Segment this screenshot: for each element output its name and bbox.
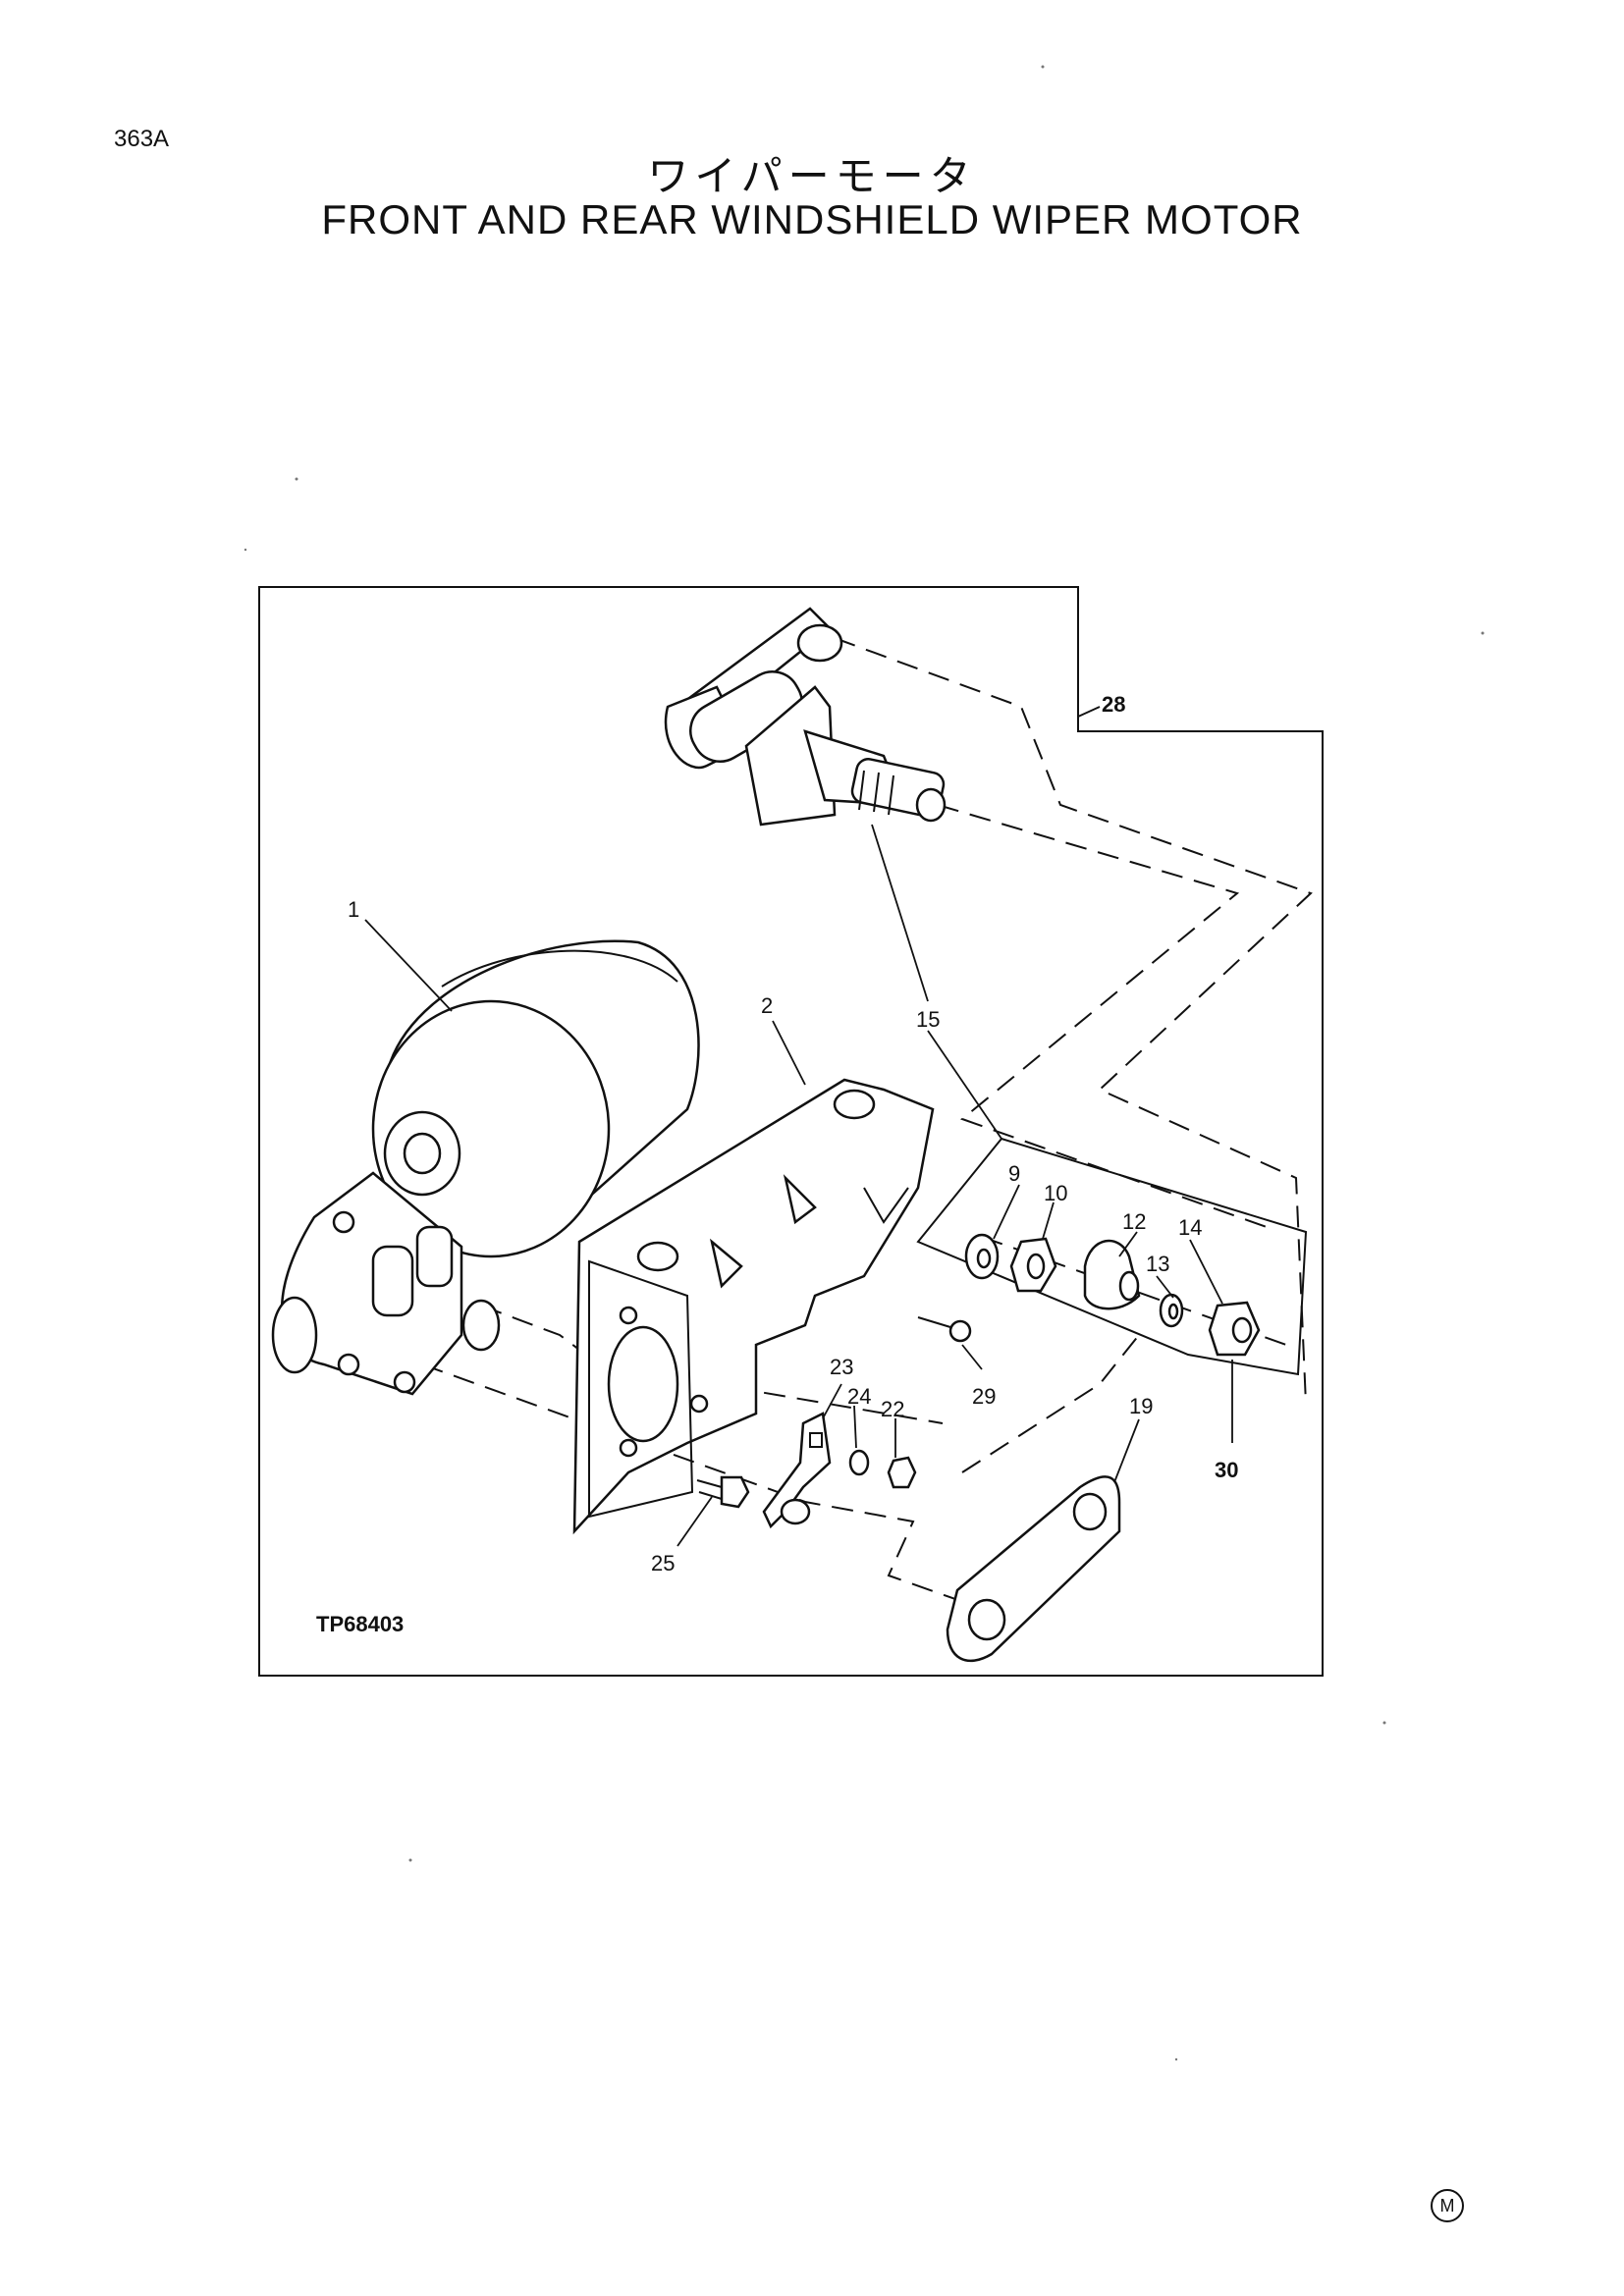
callout-23: 23 (830, 1355, 853, 1379)
wiper-motor-1 (271, 939, 700, 1396)
cap-12 (1083, 1239, 1141, 1310)
washer-13 (1159, 1293, 1184, 1328)
callout-13: 13 (1146, 1252, 1169, 1276)
nut-14 (1208, 1301, 1261, 1357)
callout-1: 1 (348, 897, 359, 922)
callout-labels: 1 2 9 10 12 13 14 15 19 22 23 24 25 28 2… (316, 692, 1238, 1636)
callout-14: 14 (1178, 1215, 1202, 1240)
callout-2: 2 (761, 993, 773, 1018)
callout-28: 28 (1102, 692, 1125, 717)
pivot-assembly-28 (664, 607, 947, 827)
small-parts-box (916, 1137, 1308, 1376)
washer-24 (848, 1449, 870, 1476)
assembly-line-shaft (937, 804, 1268, 1228)
callout-24: 24 (847, 1384, 871, 1409)
screw-29 (917, 1316, 972, 1343)
callout-30: 30 (1215, 1458, 1238, 1482)
assembly-line-bracket (421, 1363, 973, 1606)
callout-15: 15 (916, 1007, 940, 1032)
figure-frame (258, 586, 1324, 1677)
title-english: FRONT AND REAR WINDSHIELD WIPER MOTOR (321, 196, 1303, 242)
washer-9 (964, 1233, 1000, 1280)
callout-9: 9 (1008, 1161, 1020, 1186)
figure-code: TP68403 (316, 1612, 404, 1636)
link-19 (946, 1475, 1121, 1663)
callout-22: 22 (881, 1397, 904, 1421)
leader-lines (364, 706, 1233, 1547)
registered-mark: M (1431, 2189, 1464, 2222)
callout-12: 12 (1122, 1209, 1146, 1234)
mounting-bracket-2 (572, 1078, 935, 1535)
assembly-line-link (961, 1334, 1140, 1473)
page-code: 363A (114, 126, 170, 152)
nut-10 (1009, 1237, 1057, 1293)
callout-10: 10 (1044, 1181, 1067, 1205)
bolt-25 (696, 1475, 750, 1509)
scan-specks (244, 65, 1485, 2061)
clamp-23 (762, 1412, 832, 1529)
callout-25: 25 (651, 1551, 675, 1575)
callout-19: 19 (1129, 1394, 1153, 1418)
assembly-line-28 (834, 637, 1313, 1405)
title-japanese: ワイパーモータ (647, 152, 977, 200)
callout-29: 29 (972, 1384, 996, 1409)
nut-22 (887, 1456, 917, 1489)
